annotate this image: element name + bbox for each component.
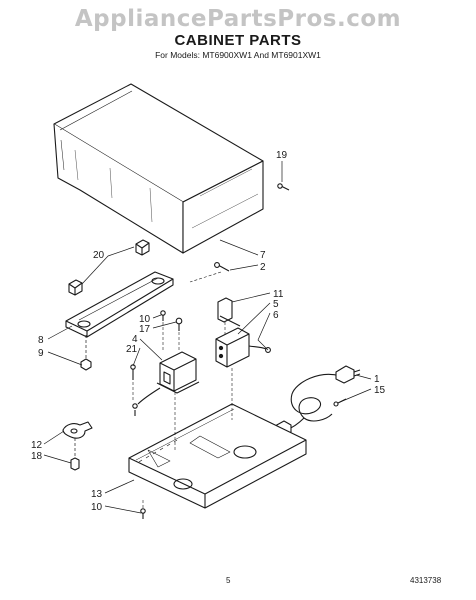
callout-8: 8 [38,335,44,346]
document-number: 4313738 [410,576,442,585]
base-rail [65,271,174,338]
callout-5: 5 [273,299,279,310]
callout-15: 15 [374,385,386,396]
callout-2: 2 [260,262,266,273]
transformer [130,351,200,416]
callout-4: 4 [132,334,138,345]
callout-17: 17 [139,324,151,335]
fan-blade-12-icon [62,421,93,439]
screw-18-icon [70,438,80,471]
callout-21: 21 [126,344,138,355]
callout-20: 20 [93,250,105,261]
callout-10-upper: 10 [139,314,151,325]
screw-17-icon [175,317,183,331]
screw-10-icon [160,310,166,321]
callout-10-lower: 10 [91,502,103,513]
cabinet-wrapper [53,83,264,254]
callout-6: 6 [273,310,279,321]
page-title: CABINET PARTS [174,32,302,49]
callout-7: 7 [260,250,266,261]
callout-9: 9 [38,348,44,359]
page-number: 5 [226,576,231,585]
capacitor-bracket [217,297,241,327]
foot-20-icon [68,239,150,296]
screw-10-bottom-icon [140,508,146,519]
callout-18: 18 [31,451,43,462]
nut-9-icon [80,335,92,371]
callout-19: 19 [276,150,288,161]
screw-2-icon [214,262,230,272]
callout-11: 11 [273,289,284,300]
callout-12: 12 [31,440,43,451]
screw-19-icon [277,183,290,191]
callout-13: 13 [91,489,103,500]
assembly-guide-lines [132,271,233,508]
leader-lines [43,161,372,514]
watermark: AppliancePartsPros.com [74,6,402,32]
capacitor [215,327,271,368]
base-pan [128,403,307,509]
model-subtitle: For Models: MT6900XW1 And MT6901XW1 [155,50,321,60]
callout-1: 1 [374,374,380,385]
